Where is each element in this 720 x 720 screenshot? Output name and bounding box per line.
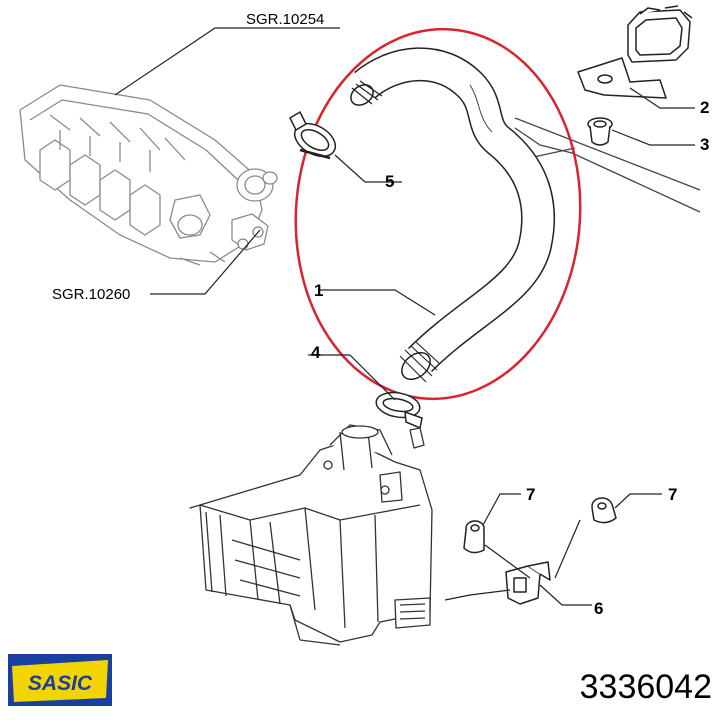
callout-5: 5 [385, 172, 394, 191]
intake-manifold-drawing [19, 84, 278, 266]
callout-7-left: 7 [526, 485, 535, 504]
hose-lower-end [399, 341, 441, 383]
ref-label-left: SGR.10260 [52, 286, 130, 303]
hose-upper-end [350, 80, 383, 106]
air-box-drawing [189, 424, 433, 646]
callout-3: 3 [700, 135, 709, 154]
hose-part-1[interactable] [347, 47, 555, 384]
callout-7-right: 7 [668, 485, 677, 504]
bush-part-7-right[interactable] [591, 497, 617, 524]
brand-name: SASIC [28, 672, 93, 695]
clamp-part-5[interactable] [289, 110, 341, 163]
part-number: 3336042 [580, 668, 712, 706]
sasic-logo: SASIC [8, 654, 112, 706]
highlight-ellipse [294, 27, 582, 401]
callout-1: 1 [314, 281, 323, 300]
ref-label-top: SGR.10254 [246, 11, 324, 28]
grommet-part-3[interactable] [587, 117, 613, 146]
bush-part-7-left[interactable] [463, 520, 485, 554]
clamp-part-4[interactable] [374, 389, 423, 430]
callout-2: 2 [700, 98, 709, 117]
clip-part-6[interactable] [505, 561, 551, 605]
callout-4: 4 [311, 343, 321, 362]
callout-6: 6 [594, 599, 603, 618]
bracket-part-2[interactable] [577, 5, 693, 99]
leader-lines [114, 27, 695, 606]
